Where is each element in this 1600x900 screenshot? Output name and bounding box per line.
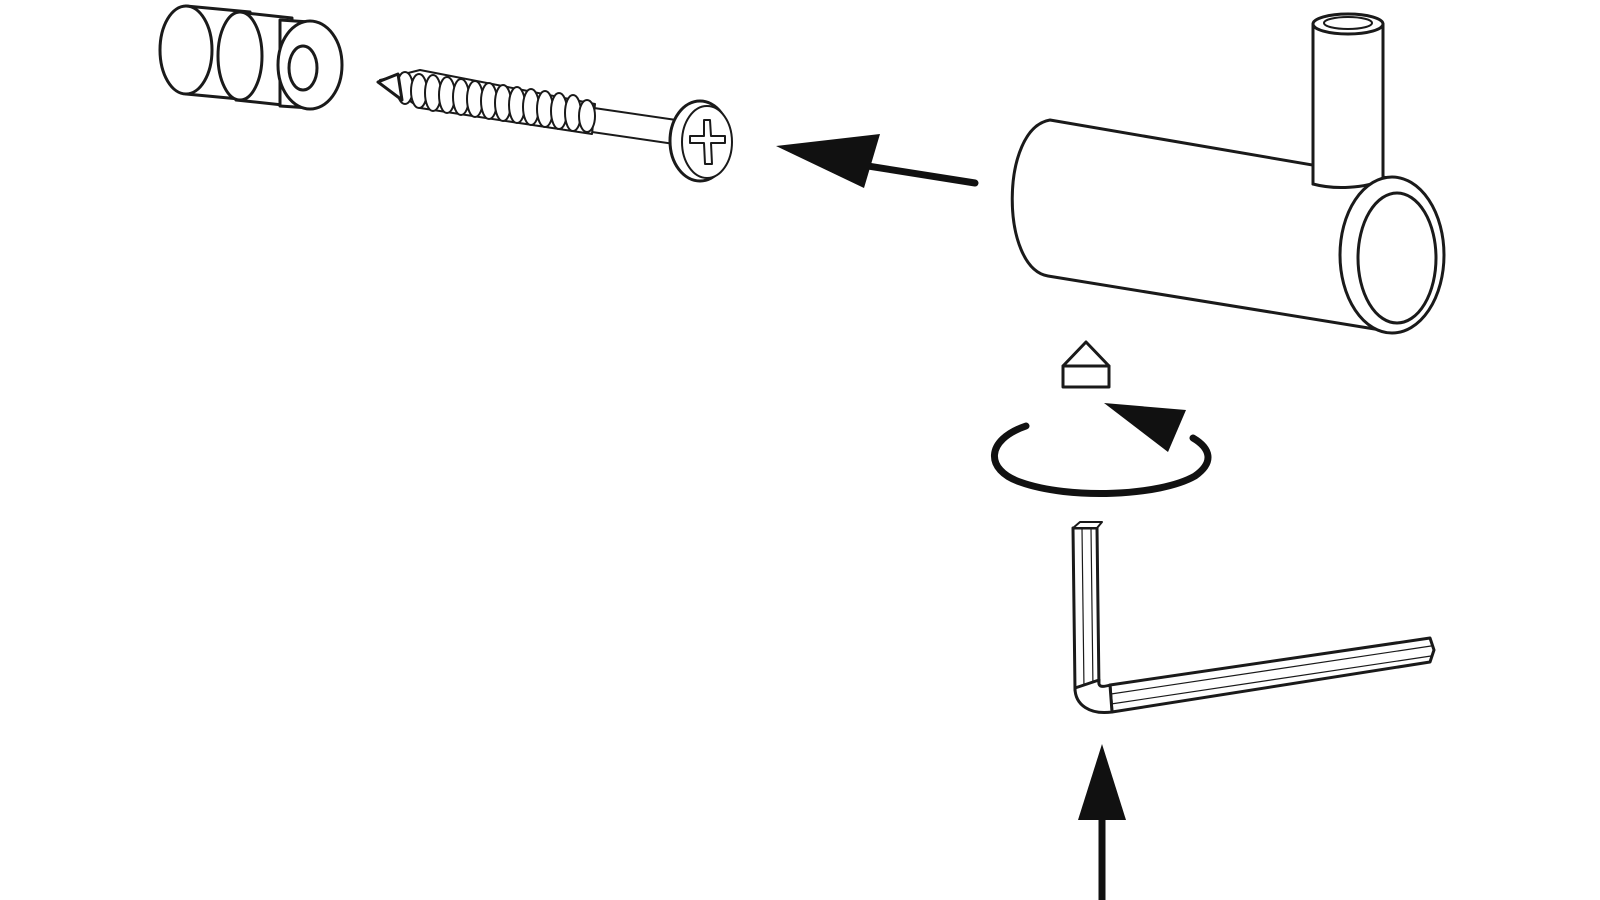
screw-threads [396, 71, 596, 133]
left-arrow-icon [776, 134, 979, 188]
rotate-clockwise-icon [991, 403, 1212, 497]
hex-key-icon [1071, 521, 1436, 715]
wall-anchor-icon [158, 4, 344, 111]
phillips-screw-icon [376, 69, 733, 183]
grub-screw-icon [1061, 340, 1111, 389]
up-arrow-icon [1078, 744, 1126, 900]
cylindrical-hook-icon [1010, 12, 1446, 335]
